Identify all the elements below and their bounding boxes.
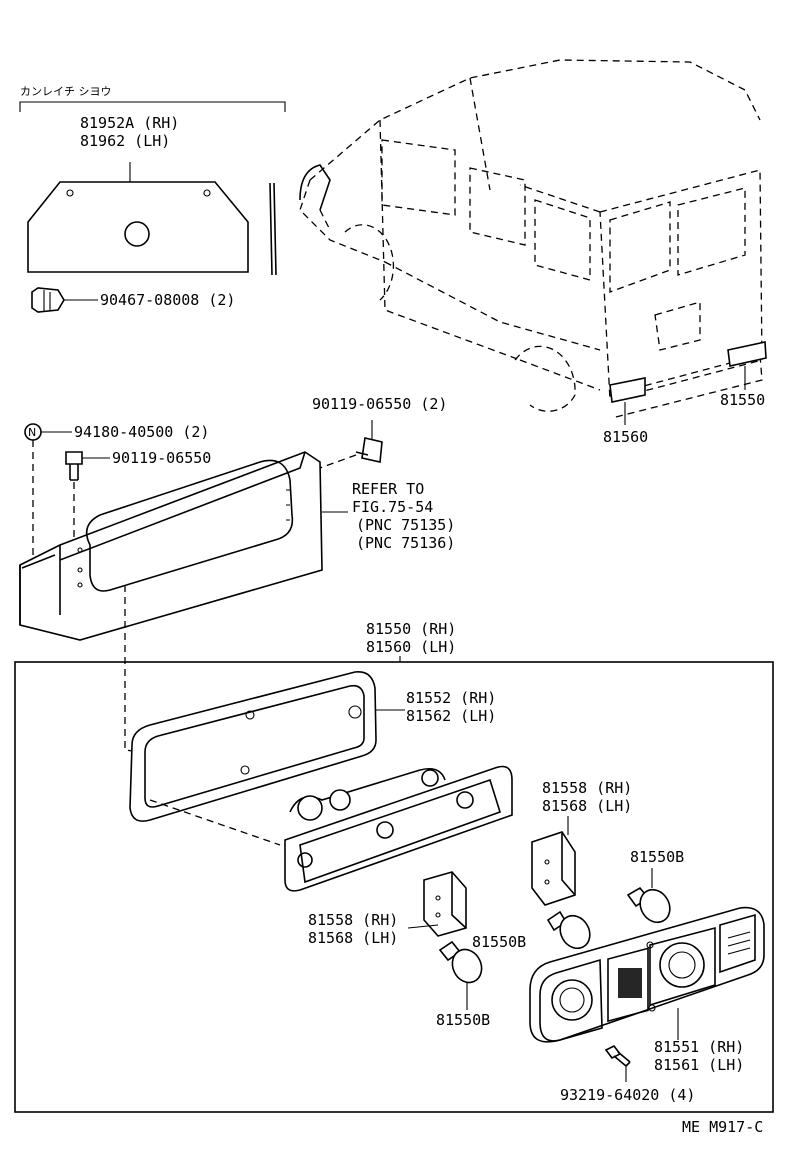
label-81550b-2: 81550B bbox=[472, 933, 526, 951]
label-81962: 81962 (LH) bbox=[80, 132, 170, 150]
plate-hole-small bbox=[203, 189, 211, 197]
label-81558-upper: 81558 (RH) bbox=[542, 779, 632, 797]
assembly-box bbox=[14, 661, 774, 1113]
cold-region-plate-group: カンレイチ シヨウ 81952A (RH) 81962 (LH) 90467-0… bbox=[19, 85, 286, 313]
label-90119: 90119-06550 bbox=[112, 449, 211, 467]
label-81550-vehicle: 81550 bbox=[720, 391, 765, 409]
housing-bracket bbox=[19, 451, 348, 753]
clip-90467 bbox=[31, 287, 98, 313]
lamp-socket-housing bbox=[149, 765, 513, 892]
svg-text:N: N bbox=[28, 426, 36, 439]
label-90467: 90467-08008 (2) bbox=[100, 291, 235, 309]
refer-line3: (PNC 75135) bbox=[356, 516, 455, 534]
refer-line1: REFER TO bbox=[352, 480, 424, 498]
label-81550b-3: 81550B bbox=[436, 1011, 490, 1029]
vehicle-outline bbox=[299, 59, 767, 425]
refer-line4: (PNC 75136) bbox=[356, 534, 455, 552]
label-81550-rh: 81550 (RH) bbox=[366, 620, 456, 638]
label-81568-lower: 81568 (LH) bbox=[308, 929, 398, 947]
screw-93219 bbox=[604, 1044, 631, 1082]
label-81952a: 81952A (RH) bbox=[80, 114, 179, 132]
plate-hole-small bbox=[66, 189, 74, 197]
lens-plate-81558-upper bbox=[531, 816, 576, 906]
footer-code: ME M917-C bbox=[682, 1118, 763, 1136]
label-81551: 81551 (RH) bbox=[654, 1038, 744, 1056]
bulb-81550b-2 bbox=[546, 910, 591, 950]
plate-side-view bbox=[269, 182, 277, 276]
plate-shape bbox=[27, 181, 249, 273]
label-81561: 81561 (LH) bbox=[654, 1056, 744, 1074]
bulb-81550b-3 bbox=[438, 940, 483, 1010]
lamp-right-on-vehicle bbox=[727, 341, 767, 367]
label-94180: 94180-40500 (2) bbox=[74, 423, 209, 441]
label-81568-upper: 81568 (LH) bbox=[542, 797, 632, 815]
label-81558-lower: 81558 (RH) bbox=[308, 911, 398, 929]
label-81552: 81552 (RH) bbox=[406, 689, 496, 707]
section-bracket bbox=[19, 101, 286, 112]
section-label: カンレイチ シヨウ bbox=[20, 85, 112, 98]
gasket-81552 bbox=[129, 671, 405, 822]
screw-90119-2 bbox=[319, 420, 383, 469]
label-81562: 81562 (LH) bbox=[406, 707, 496, 725]
label-90119-2: 90119-06550 (2) bbox=[312, 395, 447, 413]
refer-line2: FIG.75-54 bbox=[352, 498, 433, 516]
label-81560-vehicle: 81560 bbox=[603, 428, 648, 446]
label-81550b-1: 81550B bbox=[630, 848, 684, 866]
bulb-81550b-1 bbox=[626, 868, 671, 924]
lamp-left-on-vehicle bbox=[609, 377, 646, 403]
nut-94180: N bbox=[24, 423, 72, 560]
lamp-lens-81551 bbox=[529, 906, 765, 1043]
lens-plate-81558-lower bbox=[407, 871, 467, 937]
label-93219: 93219-64020 (4) bbox=[560, 1086, 695, 1104]
label-81560-lh: 81560 (LH) bbox=[366, 638, 456, 656]
plate-hole bbox=[124, 221, 150, 247]
